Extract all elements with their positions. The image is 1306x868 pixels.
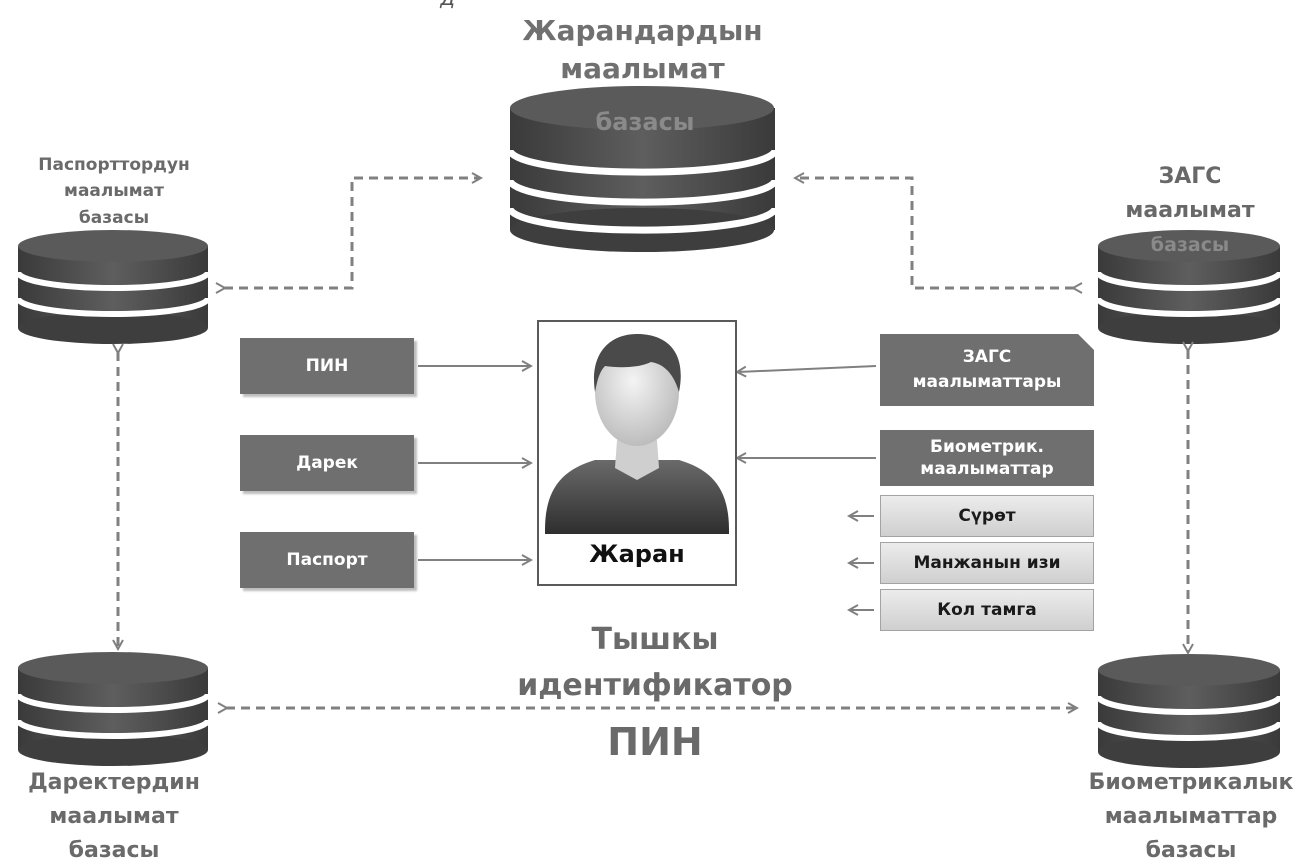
addresses-database-label: Даректердин маалымат базасы <box>0 766 228 868</box>
zags-data-line2: маалыматтары <box>912 372 1062 392</box>
zags-label-line2: маалымат <box>1125 198 1255 224</box>
passports-database-icon <box>15 230 211 344</box>
biometrics-label-line3: базасы <box>1145 838 1237 864</box>
zags-label-line3: базасы <box>1150 234 1230 256</box>
biometric-data-line1: Биометрик. <box>930 436 1044 457</box>
biometric-item-fingerprint: Манжанын изи <box>880 542 1094 584</box>
address-tag: Дарек <box>240 435 414 491</box>
passport-tag: Паспорт <box>240 532 414 588</box>
citizen-card: Жаран <box>537 320 737 586</box>
identifier-line2: идентификатор <box>517 668 793 703</box>
person-label: Жаран <box>589 540 685 568</box>
biometrics-database-icon <box>1095 654 1283 768</box>
passports-citizens-link <box>224 178 480 288</box>
biometric-item-signature: Кол тамга <box>880 589 1094 631</box>
zags-database-icon <box>1095 230 1283 344</box>
zags-label-line1: ЗАГС <box>1158 164 1222 189</box>
zags-data-line1: ЗАГС <box>962 346 1012 367</box>
passports-label-line1: Паспорттордун <box>38 155 190 175</box>
biometric-item-photo: Сүрөт <box>880 495 1094 537</box>
biometrics-label-line2: маалыматтар <box>1104 804 1278 830</box>
addresses-label-line3: базасы <box>68 838 160 864</box>
zags-data-arrow <box>738 365 877 372</box>
solid-arrows <box>418 365 877 610</box>
biometric-data-line2: маалыматтар <box>920 459 1054 479</box>
person-avatar-icon <box>545 334 729 534</box>
addresses-database-icon <box>15 652 211 766</box>
addresses-label-line1: Даректердин <box>28 770 200 795</box>
citizens-label-line3: базасы <box>595 108 695 136</box>
passports-label-line2: маалымат <box>64 181 164 202</box>
citizens-database-label: Жарандардын маалымат <box>470 12 815 88</box>
pin-tag: ПИН <box>240 338 414 394</box>
passports-database-label: Паспорттордун маалымат базасы <box>0 152 228 231</box>
citizens-label-line2: маалымат <box>560 51 725 85</box>
passports-label-line3: базасы <box>78 207 150 228</box>
zags-citizens-link <box>796 178 1074 288</box>
citizens-label-line1: Жарандардын <box>522 14 763 47</box>
zags-database-label: ЗАГС маалымат <box>1090 160 1290 228</box>
biometrics-database-label: Биометрикалык маалыматтар базасы <box>1076 766 1306 868</box>
biometrics-label-line1: Биометрикалык <box>1088 770 1294 795</box>
dashed-connectors <box>118 178 1188 708</box>
identifier-line3: ПИН <box>607 720 703 764</box>
cropped-title-fragment: д <box>440 0 455 11</box>
biometric-data-tag: Биометрик. маалыматтар <box>880 430 1094 486</box>
identifier-line1: Тышкы <box>591 622 719 657</box>
addresses-label-line2: маалымат <box>49 804 179 830</box>
zags-data-tag: ЗАГС маалыматтары <box>880 334 1094 406</box>
citizens-database-icon <box>506 86 779 252</box>
